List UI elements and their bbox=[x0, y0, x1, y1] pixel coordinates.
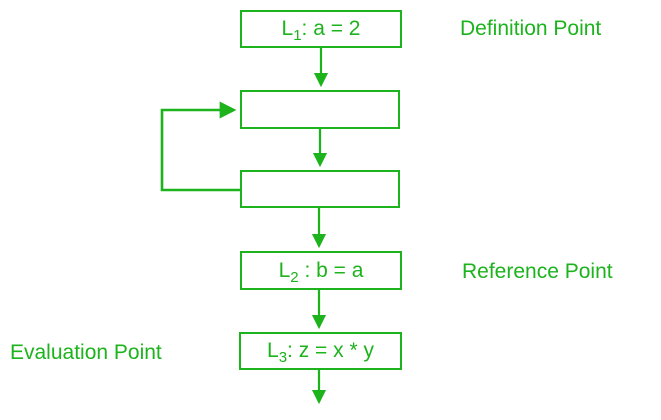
reference-point-label: Reference Point bbox=[462, 260, 613, 283]
definition-point-label: Definition Point bbox=[460, 17, 602, 40]
node-reference-label: L2 : b = a bbox=[278, 258, 364, 286]
node-definition-label: L1: a = 2 bbox=[281, 17, 361, 45]
evaluation-point-label: Evaluation Point bbox=[10, 341, 162, 364]
loop-back-edge bbox=[160, 101, 240, 192]
node-empty-block-1 bbox=[240, 90, 400, 129]
node-reference-statement: L2 : b = a bbox=[240, 251, 402, 290]
node-empty-block-2 bbox=[240, 170, 400, 208]
node-definition-statement: L1: a = 2 bbox=[240, 10, 402, 48]
node-evaluation-label: L3: z = x * y bbox=[267, 339, 374, 367]
node-evaluation-statement: L3: z = x * y bbox=[239, 332, 402, 370]
